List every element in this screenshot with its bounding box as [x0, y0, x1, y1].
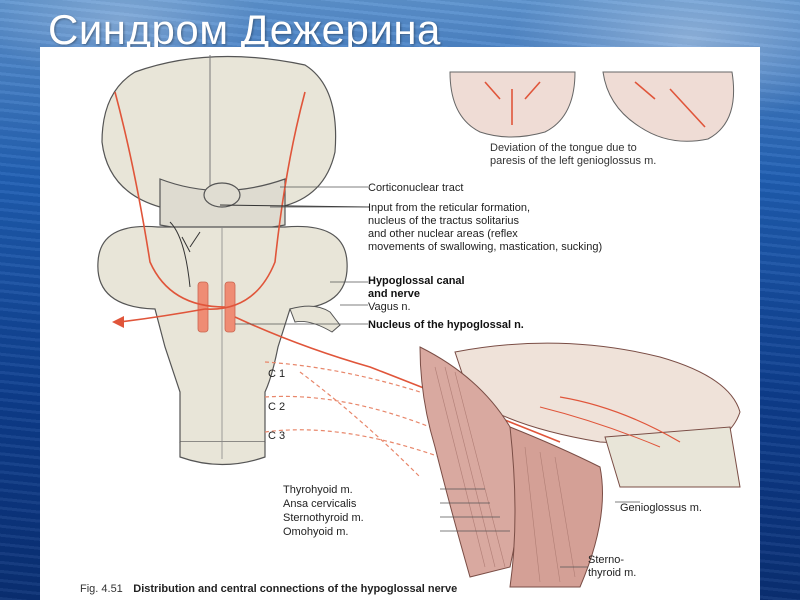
- infrahyoid-muscles-shape: [509, 426, 603, 588]
- label-c3: C 3: [268, 430, 285, 442]
- label-sterno-line-2: thyroid m.: [588, 567, 636, 579]
- jaw-shape: [604, 426, 741, 488]
- label-input-line-2: nucleus of the tractus solitarius: [368, 215, 520, 227]
- label-input-line-3: and other nuclear areas (reflex: [368, 228, 518, 240]
- tongue-caption-line-2: paresis of the left genioglossus m.: [490, 155, 656, 167]
- medulla-shape: [97, 225, 348, 443]
- label-nucleus: Nucleus of the hypoglossal n.: [368, 319, 524, 331]
- figure-panel: Deviation of the tongue due to paresis o…: [40, 47, 760, 600]
- genioglossus-fibers: [559, 396, 681, 443]
- tongue-arrows: [484, 81, 706, 128]
- tongue-deviation-icons: [449, 71, 735, 142]
- muscle-striations: [434, 366, 576, 583]
- spinal-cord-shape: [179, 442, 266, 466]
- figure-caption: Fig. 4.51 Distribution and central conne…: [80, 579, 457, 596]
- figure-caption-number: Fig. 4.51: [80, 583, 123, 595]
- tongue-caption-line-1: Deviation of the tongue due to: [490, 142, 637, 154]
- label-c1: C 1: [268, 368, 285, 380]
- vagus-shape: [289, 305, 341, 333]
- left-arrow-icon: [112, 316, 124, 328]
- slide-title: Синдром Дежерина: [48, 6, 441, 53]
- label-input-line-4: movements of swallowing, mastication, su…: [368, 241, 602, 253]
- label-canal-line-1: Hypoglossal canal: [368, 275, 465, 287]
- tongue-deviated-shape: [602, 71, 735, 142]
- brainstem-illustration: [97, 55, 348, 466]
- hyoid-region-shape: [419, 346, 521, 578]
- label-corticonuclear-tract: Corticonuclear tract: [368, 182, 463, 194]
- label-c2: C 2: [268, 401, 285, 413]
- hypoglossal-figure: Deviation of the tongue due to paresis o…: [80, 55, 741, 596]
- leader-lines: [235, 186, 640, 568]
- label-vagus: Vagus n.: [368, 301, 411, 313]
- label-sterno-line-1: Sterno-: [588, 554, 624, 566]
- label-input-line-1: Input from the reticular formation,: [368, 202, 530, 214]
- cervical-nerves: [264, 361, 441, 478]
- label-omohyoid: Omohyoid m.: [283, 526, 348, 538]
- label-sternothyroid: Sternothyroid m.: [283, 512, 364, 524]
- figure-caption-text: Distribution and central connections of …: [133, 583, 457, 595]
- neck-muscles-illustration: [419, 342, 741, 588]
- label-thyrohyoid: Thyrohyoid m.: [283, 484, 353, 496]
- tongue-mass-shape: [454, 342, 741, 448]
- label-genioglossus: Genioglossus m.: [620, 502, 702, 514]
- label-ansa: Ansa cervicalis: [283, 498, 357, 510]
- label-canal-line-2: and nerve: [368, 288, 420, 300]
